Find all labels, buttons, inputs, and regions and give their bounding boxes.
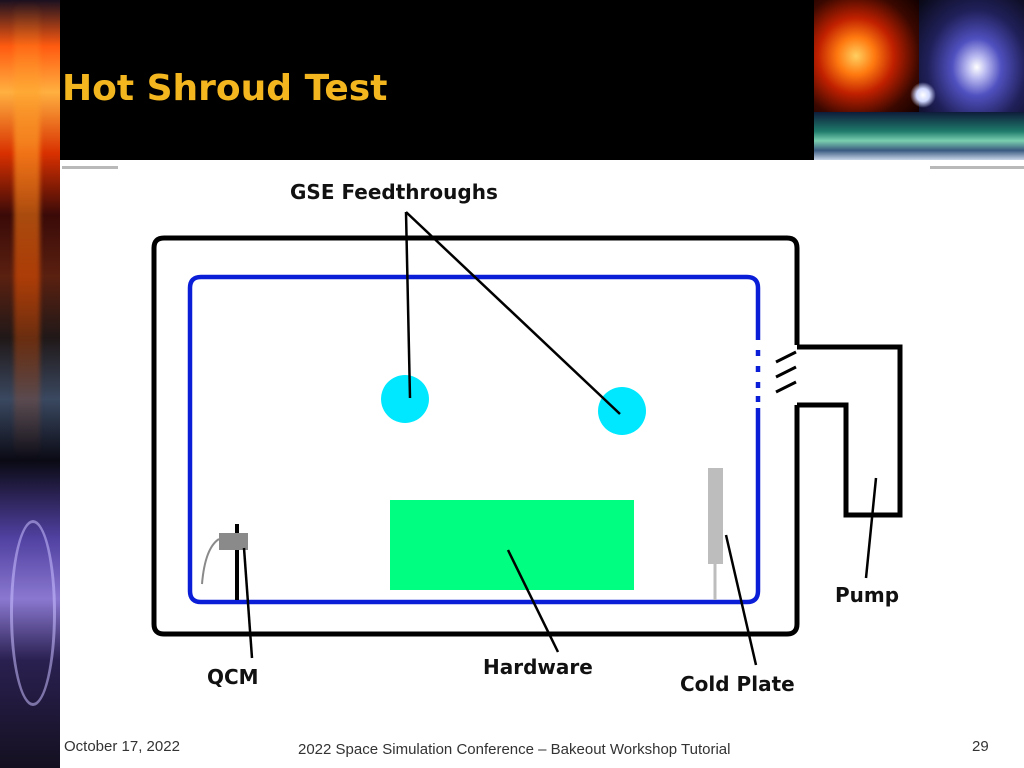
qcm-head xyxy=(219,533,248,550)
slide-number: 29 xyxy=(972,738,989,755)
cold-plate xyxy=(708,468,723,564)
hardware-block xyxy=(390,500,634,590)
chamber-wall xyxy=(151,235,800,637)
label-gse-feedthroughs: GSE Feedthroughs xyxy=(290,180,498,204)
feedthrough-left xyxy=(381,375,429,423)
feedthrough-right xyxy=(598,387,646,435)
header-space-image xyxy=(814,0,1024,160)
header-bar xyxy=(60,0,814,160)
vent-slats xyxy=(775,350,797,394)
header-divider-left xyxy=(62,166,118,169)
magnetosphere-corner-image xyxy=(919,0,1024,112)
magnetosphere-image xyxy=(10,520,56,706)
star-glyph xyxy=(910,82,936,108)
label-qcm: QCM xyxy=(207,665,259,689)
footer-date: October 17, 2022 xyxy=(64,738,180,755)
header-divider-right xyxy=(930,166,1024,169)
left-decorative-strip xyxy=(0,0,60,768)
footer-conference: 2022 Space Simulation Conference – Bakeo… xyxy=(298,741,731,758)
slide-title: Hot Shroud Test xyxy=(62,68,388,109)
sun-image xyxy=(814,0,919,112)
pump-duct xyxy=(797,344,903,518)
label-cold-plate: Cold Plate xyxy=(680,672,795,696)
label-pump: Pump xyxy=(835,583,899,607)
thermal-shroud xyxy=(187,274,761,605)
aurora-image xyxy=(814,112,1024,160)
qcm-cable xyxy=(201,538,220,585)
leader-lines xyxy=(242,211,878,666)
solar-flare-image xyxy=(14,0,40,460)
label-hardware: Hardware xyxy=(483,655,593,679)
